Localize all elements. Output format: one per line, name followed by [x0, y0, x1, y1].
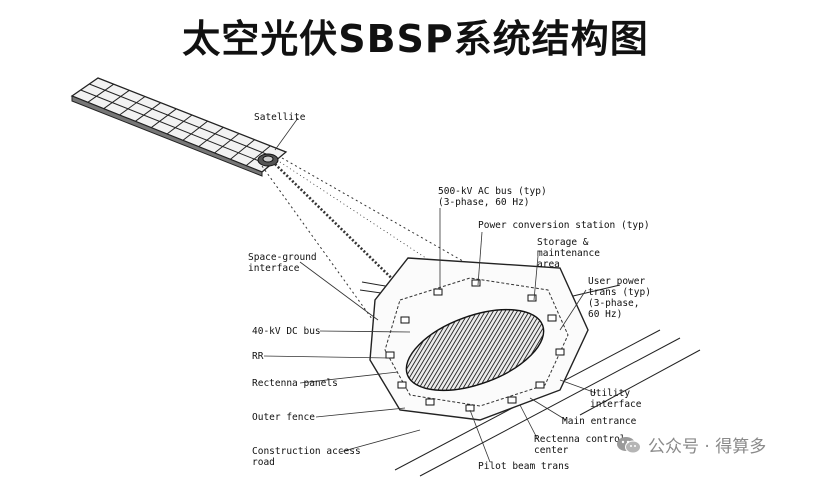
label-storage: Storage & maintenance area	[537, 237, 600, 270]
satellite-panel-grid	[80, 83, 279, 167]
station-box	[385, 351, 395, 359]
label-construction-road: Construction access road	[252, 446, 361, 468]
satellite-grid-line	[230, 139, 255, 160]
hatch-line	[455, 299, 517, 401]
satellite-grid-line	[87, 83, 114, 103]
leader-lines	[263, 117, 597, 463]
hatch-line	[467, 299, 529, 401]
power-conversion-stations	[385, 279, 565, 412]
station-box	[527, 294, 537, 302]
hatch-line	[435, 299, 497, 401]
hatch-line	[447, 299, 509, 401]
hatch-line	[431, 299, 493, 401]
diagram-title: 太空光伏SBSP系统结构图	[182, 17, 649, 61]
satellite-array	[70, 77, 288, 177]
satellite-grid-line	[80, 89, 271, 166]
satellite-grid-line	[150, 108, 177, 129]
label-control-center: Rectenna control center	[534, 434, 626, 456]
satellite-grid-line	[182, 120, 208, 141]
label-user-power: User power trans (typ) (3-phase, 60 Hz)	[588, 276, 651, 320]
satellite-grid-line	[89, 83, 279, 160]
wechat-icon	[616, 435, 642, 455]
hatch-line	[443, 299, 505, 401]
station-box	[547, 314, 557, 322]
label-satellite: Satellite	[254, 112, 306, 123]
station-box	[507, 396, 517, 404]
label-pilot-beam: Pilot beam trans	[478, 461, 570, 472]
label-power-conversion: Power conversion station (typ)	[478, 220, 650, 231]
station-box	[535, 381, 545, 389]
satellite-grid-line	[245, 145, 271, 167]
hatch-line	[419, 299, 481, 401]
label-utility-interface: Utility interface	[590, 388, 642, 410]
power-beam	[261, 157, 541, 356]
watermark: 公众号 · 得算多	[616, 432, 766, 457]
satellite-grid-line	[214, 133, 240, 154]
hatch-line	[471, 299, 533, 401]
satellite-grid-line	[103, 89, 130, 110]
label-rr: RR	[252, 351, 264, 362]
label-rectenna-panels: Rectenna panels	[252, 378, 338, 389]
satellite-grid-line	[198, 126, 224, 148]
hatch-line	[427, 299, 489, 401]
label-ac-bus: 500-kV AC bus (typ) (3-phase, 60 Hz)	[438, 186, 547, 208]
watermark-text: 公众号 · 得算多	[648, 437, 767, 457]
hatch-line	[439, 299, 501, 401]
satellite-grid-line	[119, 96, 146, 116]
station-box	[397, 381, 407, 389]
satellite-grid-line	[166, 114, 193, 135]
hatch-line	[463, 299, 525, 401]
hatch-line	[459, 299, 521, 401]
label-dc-bus: 40-kV DC bus	[252, 326, 321, 337]
station-box	[471, 279, 481, 287]
station-box	[433, 288, 443, 296]
label-space-ground: Space-ground interface	[248, 252, 317, 274]
hatch-line	[451, 299, 513, 401]
station-box	[425, 398, 435, 406]
satellite-transmitter	[257, 153, 279, 167]
hatch-line	[423, 299, 485, 401]
label-main-entrance: Main entrance	[562, 416, 637, 427]
label-outer-fence: Outer fence	[252, 412, 315, 423]
satellite-grid-line	[135, 102, 161, 122]
station-box	[400, 316, 410, 324]
station-box	[555, 348, 565, 356]
